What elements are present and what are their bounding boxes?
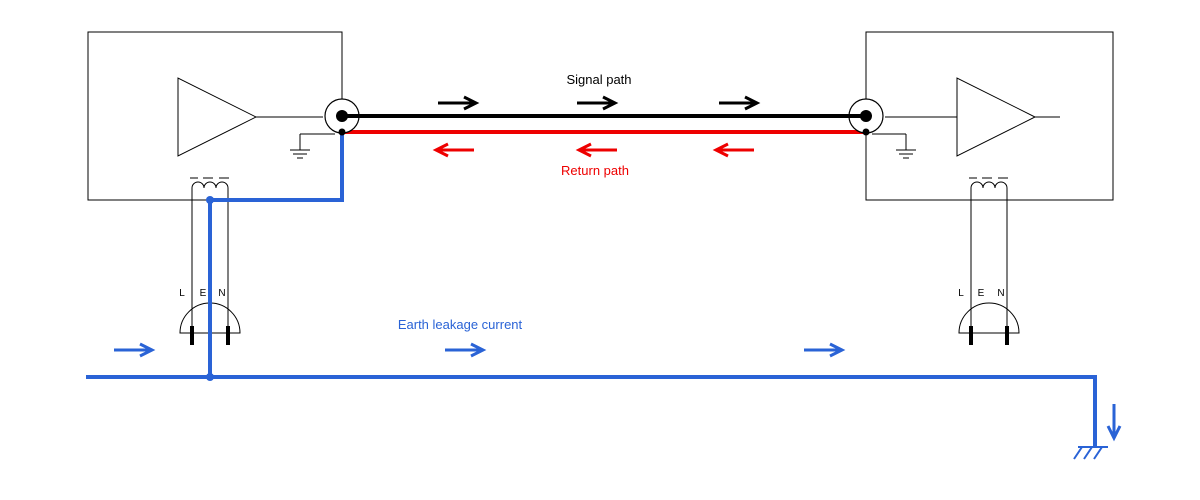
earth-wire-left-chassis xyxy=(208,132,344,283)
right-device-enclosure xyxy=(865,31,1114,201)
signal-arrow-icon xyxy=(717,95,759,111)
left-plug-e-label: E xyxy=(200,288,207,299)
left-device-enclosure xyxy=(87,31,343,201)
earth-arrow-icon xyxy=(802,342,844,358)
right-chassis-ground-icon xyxy=(872,133,916,159)
signal-arrow-icon xyxy=(436,95,478,111)
earth-bus-wire xyxy=(86,375,1097,447)
return-path-label: Return path xyxy=(561,163,629,178)
left-plug-outline xyxy=(179,302,241,334)
return-arrow-icon xyxy=(714,142,756,158)
right-plug-n-label: N xyxy=(997,288,1004,299)
earth-arrow-icon xyxy=(112,342,154,358)
right-device xyxy=(865,31,1114,310)
earth-bus-junction-dot xyxy=(206,373,214,381)
left-plug-l-label: L xyxy=(179,288,185,299)
left-chassis-ground-icon xyxy=(290,133,335,159)
earth-down-arrow-icon xyxy=(1106,404,1122,442)
left-device xyxy=(87,31,343,310)
right-mains-plug: L E N xyxy=(958,288,1020,345)
return-arrow-icon xyxy=(577,142,619,158)
right-transformer-coil-icon xyxy=(969,177,1008,310)
right-plug-outline xyxy=(958,302,1020,334)
left-transformer-coil-icon xyxy=(190,177,229,310)
earth-arrow-icon xyxy=(443,342,485,358)
right-plug-e-label: E xyxy=(978,288,985,299)
earth-leakage-wiring xyxy=(86,132,1097,447)
signal-arrows xyxy=(436,95,759,111)
right-plug-l-label: L xyxy=(958,288,964,299)
signal-arrow-icon xyxy=(575,95,617,111)
signal-path-label: Signal path xyxy=(566,72,631,87)
return-arrow-icon xyxy=(434,142,476,158)
left-amplifier-icon xyxy=(177,77,258,157)
right-amplifier-icon xyxy=(956,77,1037,157)
left-mains-plug: L E N xyxy=(179,283,241,345)
earth-ground-icon xyxy=(1073,446,1108,460)
left-plug-n-label: N xyxy=(218,288,225,299)
earth-leakage-label: Earth leakage current xyxy=(398,317,523,332)
earth-arrows xyxy=(112,342,844,358)
return-arrows xyxy=(434,142,756,158)
earth-junction-dot xyxy=(206,196,214,204)
